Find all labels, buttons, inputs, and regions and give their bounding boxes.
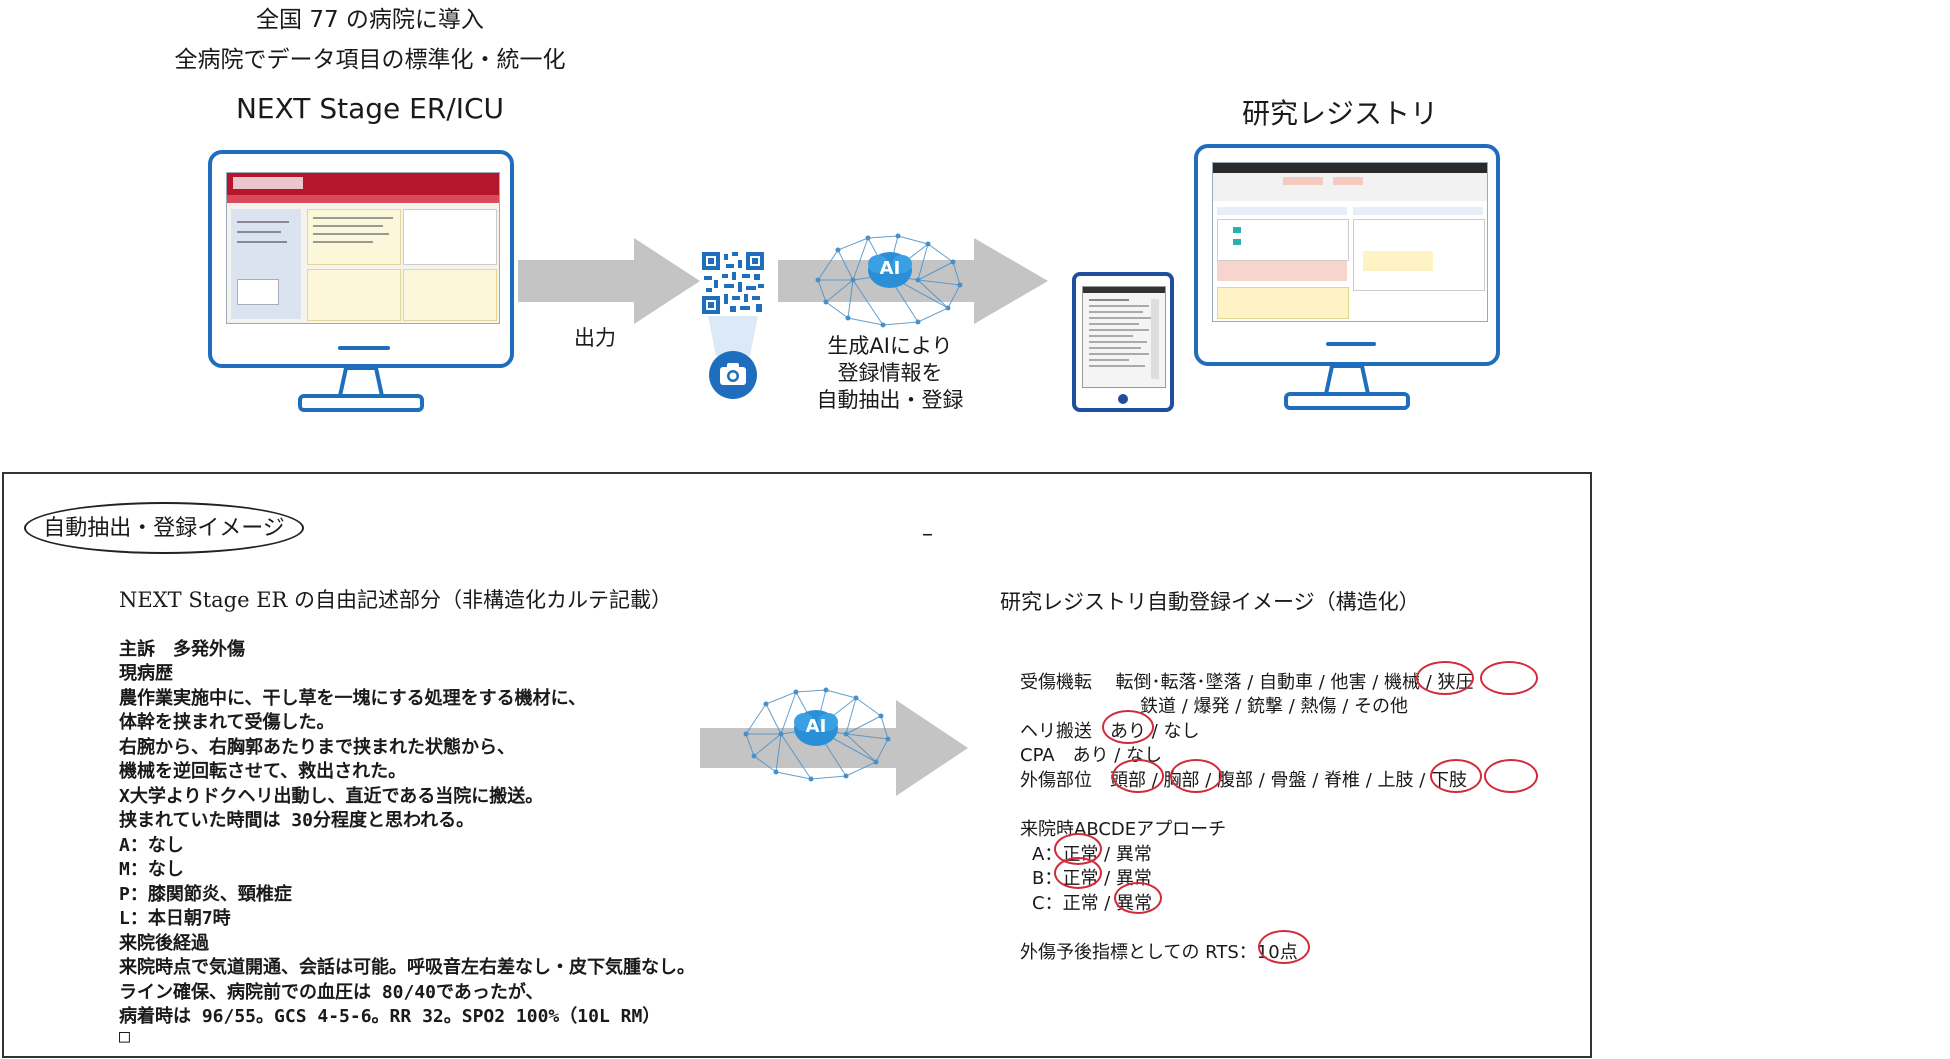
abcde-title: 来院時ABCDEアプローチ	[1020, 819, 1227, 840]
note-line: 体幹を挟まれて受傷した。	[119, 712, 335, 733]
panel-badge: 自動抽出・登録イメージ	[24, 502, 304, 554]
note-line: M：なし	[119, 859, 184, 880]
site-line: 外傷部位 頭部 / 胸部 / 腹部 / 骨盤 / 脊椎 / 上肢 / 下肢	[1020, 770, 1468, 791]
arrow-right-icon	[778, 238, 1048, 324]
arrow-right-icon	[518, 238, 700, 324]
mechanism-label: 受傷機転	[1020, 672, 1092, 693]
selection-circle	[1258, 930, 1310, 964]
headline-1: 全国 77 の病院に導入	[256, 7, 484, 33]
ai-brain-network-icon	[743, 687, 891, 782]
note-line: 農作業実施中に、干し草を一塊にする処理をする機材に、	[119, 688, 587, 709]
next-stage-title: NEXT Stage ER/ICU	[235, 92, 505, 125]
ai-badge-bottom: AI	[805, 716, 827, 737]
panel-dash: –	[922, 522, 933, 547]
note-line: L：本日朝7時	[119, 908, 231, 929]
arrow-right-icon	[700, 700, 968, 796]
camera-icon	[709, 351, 757, 399]
mechanism-options-1: 転倒･転落･墜落 / 自動車 / 他害 / 機械 / 狭圧	[1115, 672, 1474, 693]
selection-circle	[1112, 759, 1164, 793]
note-line: 挟まれていた時間は 30分程度と思われる。	[119, 810, 475, 831]
registry-screen	[1212, 162, 1488, 322]
selection-circle	[1484, 759, 1538, 793]
selection-circle	[1416, 661, 1474, 695]
tablet-icon	[1072, 272, 1174, 412]
er-chart-screen	[226, 172, 500, 324]
extraction-image-panel	[2, 472, 1592, 1058]
ai-badge-top: AI	[879, 258, 901, 279]
left-heading: NEXT Stage ER の自由記述部分（非構造化カルテ記載）	[119, 588, 673, 612]
checkbox-glyph: □	[119, 1026, 130, 1047]
left-monitor-icon	[208, 150, 514, 412]
rts-line: 外傷予後指標としての RTS：10点	[1020, 942, 1298, 963]
mechanism-line-2: 鉄道 / 爆発 / 銃撃 / 熱傷 / その他	[1140, 696, 1409, 717]
note-line: 来院時点で気道開通、会話は可能。呼吸音左右差なし・皮下気腫なし。	[119, 957, 695, 978]
note-line: 病着時は 96/55。GCS 4-5-6。RR 32。SPO2 100%（10L…	[119, 1006, 661, 1027]
mechanism-line-1: 受傷機転 転倒･転落･墜落 / 自動車 / 他害 / 機械 / 狭圧	[1020, 668, 1474, 694]
selection-circle	[1430, 759, 1482, 793]
headline-2: 全病院でデータ項目の標準化・統一化	[174, 47, 566, 73]
right-monitor-icon	[1194, 144, 1500, 412]
camera-beam	[708, 316, 758, 356]
output-label: 出力	[574, 326, 616, 350]
note-line: 機械を逆回転させて、救出された。	[119, 761, 407, 782]
selection-circle	[1480, 661, 1538, 695]
note-line: 現病歴	[119, 663, 173, 684]
note-line: ライン確保、病院前での血圧は 80/40であったが、	[119, 982, 544, 1003]
ai-caption-1: 生成AIにより	[827, 334, 953, 358]
ai-caption-2: 登録情報を	[837, 361, 943, 385]
note-line: A：なし	[119, 835, 184, 856]
selection-circle	[1114, 882, 1162, 914]
note-line: 主訴 多発外傷	[119, 639, 245, 660]
ai-brain-network-icon	[815, 233, 963, 328]
note-line: 右腕から、右胸郭あたりまで挟まれた状態から、	[119, 737, 515, 758]
ai-caption-3: 自動抽出・登録	[816, 388, 964, 412]
note-line: 来院後経過	[119, 933, 209, 954]
selection-circle	[1054, 857, 1102, 889]
right-heading: 研究レジストリ自動登録イメージ（構造化）	[1000, 590, 1420, 614]
selection-circle	[1102, 710, 1154, 744]
registry-title: 研究レジストリ	[1241, 97, 1438, 130]
selection-circle	[1170, 759, 1222, 793]
note-line: X大学よりドクヘリ出動し、直近である当院に搬送。	[119, 786, 544, 807]
note-line: P：膝関節炎、頸椎症	[119, 884, 292, 905]
qr-code-icon	[702, 252, 764, 314]
